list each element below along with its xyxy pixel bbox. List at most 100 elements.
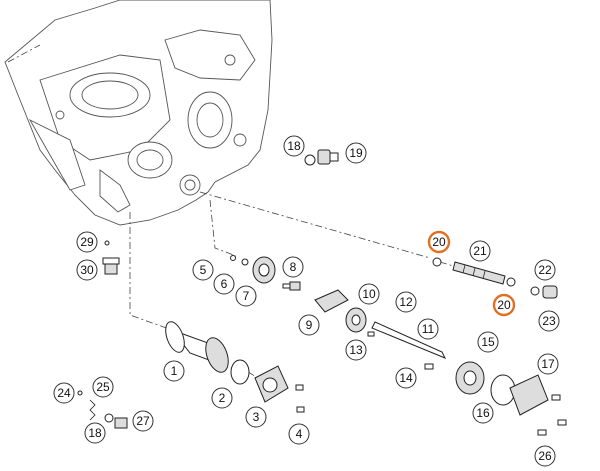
- callout-label: 2: [219, 391, 226, 405]
- oring-29-part: [104, 240, 110, 246]
- pin-13-part: [367, 331, 375, 337]
- callout-circle: [76, 259, 98, 281]
- oring-20-part: [432, 257, 442, 267]
- callout-1: 1: [163, 360, 185, 382]
- gear-7-part: [252, 256, 276, 284]
- callout-label: 9: [306, 318, 313, 332]
- callout-label: 19: [349, 146, 363, 160]
- callout-23: 23: [538, 310, 560, 332]
- callout-16: 16: [472, 402, 494, 424]
- callout-label: 26: [538, 449, 552, 463]
- callout-5: 5: [192, 259, 214, 281]
- rotor-10-part: [345, 307, 367, 333]
- callout-circle: [282, 256, 304, 278]
- callout-circle: [132, 410, 154, 432]
- callout-2: 2: [211, 387, 233, 409]
- callout-circle: [211, 387, 233, 409]
- fitting-19-part: [304, 149, 339, 166]
- callout-label: 24: [57, 386, 71, 400]
- callout-circle: [298, 314, 320, 336]
- callout-label: 23: [542, 314, 556, 328]
- callout-7: 7: [235, 285, 257, 307]
- callout-8: 8: [282, 256, 304, 278]
- callout-circle: [235, 285, 257, 307]
- callout-label: 21: [473, 244, 487, 258]
- spring-25-part: [89, 399, 96, 421]
- oring-2-part: [230, 359, 250, 385]
- plug-27-part: [114, 417, 128, 429]
- shaft-21-part: [452, 261, 506, 285]
- callout-circle: [345, 339, 367, 361]
- callout-label: 7: [243, 289, 250, 303]
- callout-27: 27: [132, 410, 154, 432]
- filter-1-part: [165, 321, 229, 373]
- plug-30-part: [102, 257, 120, 275]
- callout-label: 20: [497, 298, 511, 312]
- parts: [77, 149, 567, 436]
- callout-18: 18: [283, 135, 305, 157]
- callout-label: 22: [538, 263, 552, 277]
- callout-12: 12: [395, 291, 417, 313]
- cover-3-part: [254, 365, 289, 403]
- callout-circle: [163, 360, 185, 382]
- callout-26: 26: [534, 445, 556, 467]
- callout-label: 8: [290, 260, 297, 274]
- callout-label: 27: [136, 414, 150, 428]
- callout-circle: [358, 283, 380, 305]
- cover-17-part: [509, 374, 549, 416]
- callout-13: 13: [345, 339, 367, 361]
- callout-label: 20: [432, 235, 446, 249]
- callout-10: 10: [358, 283, 380, 305]
- callout-4: 4: [288, 423, 310, 445]
- pump-15-part: [455, 361, 485, 395]
- callout-20-highlighted: 20: [492, 293, 516, 317]
- callout-29: 29: [76, 231, 98, 253]
- callout-label: 6: [221, 277, 228, 291]
- callout-label: 17: [541, 357, 555, 371]
- callout-15: 15: [477, 331, 499, 353]
- callout-22: 22: [534, 259, 556, 281]
- callout-label: 4: [296, 427, 303, 441]
- callout-label: 18: [88, 426, 102, 440]
- callout-circle: [427, 230, 451, 254]
- callout-circle: [417, 318, 439, 340]
- callout-label: 16: [476, 406, 490, 420]
- callout-label: 30: [80, 263, 94, 277]
- callout-label: 10: [362, 287, 376, 301]
- callout-label: 3: [253, 410, 260, 424]
- callout-label: 1: [171, 364, 178, 378]
- callout-label: 29: [80, 235, 94, 249]
- callout-circle: [472, 402, 494, 424]
- callout-18: 18: [84, 422, 106, 444]
- callout-circle: [534, 259, 556, 281]
- callout-6: 6: [213, 273, 235, 295]
- callout-19: 19: [345, 142, 367, 164]
- fitting-22-part: [530, 285, 558, 299]
- callout-circle: [283, 135, 305, 157]
- callout-label: 25: [96, 380, 110, 394]
- callout-label: 14: [399, 371, 413, 385]
- callout-25: 25: [92, 376, 114, 398]
- callout-30: 30: [76, 259, 98, 281]
- callout-circle: [213, 273, 235, 295]
- callout-label: 11: [422, 322, 435, 336]
- callout-9: 9: [298, 314, 320, 336]
- callout-circle: [245, 406, 267, 428]
- callout-3: 3: [245, 406, 267, 428]
- callout-circle: [345, 142, 367, 164]
- bolt-14-part: [424, 363, 434, 370]
- callout-circle: [469, 240, 491, 262]
- plate-9-part: [314, 289, 349, 313]
- callout-circle: [395, 291, 417, 313]
- callout-21: 21: [469, 240, 491, 262]
- callout-label: 5: [200, 263, 207, 277]
- callout-circle: [537, 353, 559, 375]
- callout-20-highlighted: 20: [427, 230, 451, 254]
- callout-circle: [395, 367, 417, 389]
- callout-circle: [288, 423, 310, 445]
- callout-circle: [53, 382, 75, 404]
- bolt-8-part: [282, 281, 301, 291]
- callout-circle: [84, 422, 106, 444]
